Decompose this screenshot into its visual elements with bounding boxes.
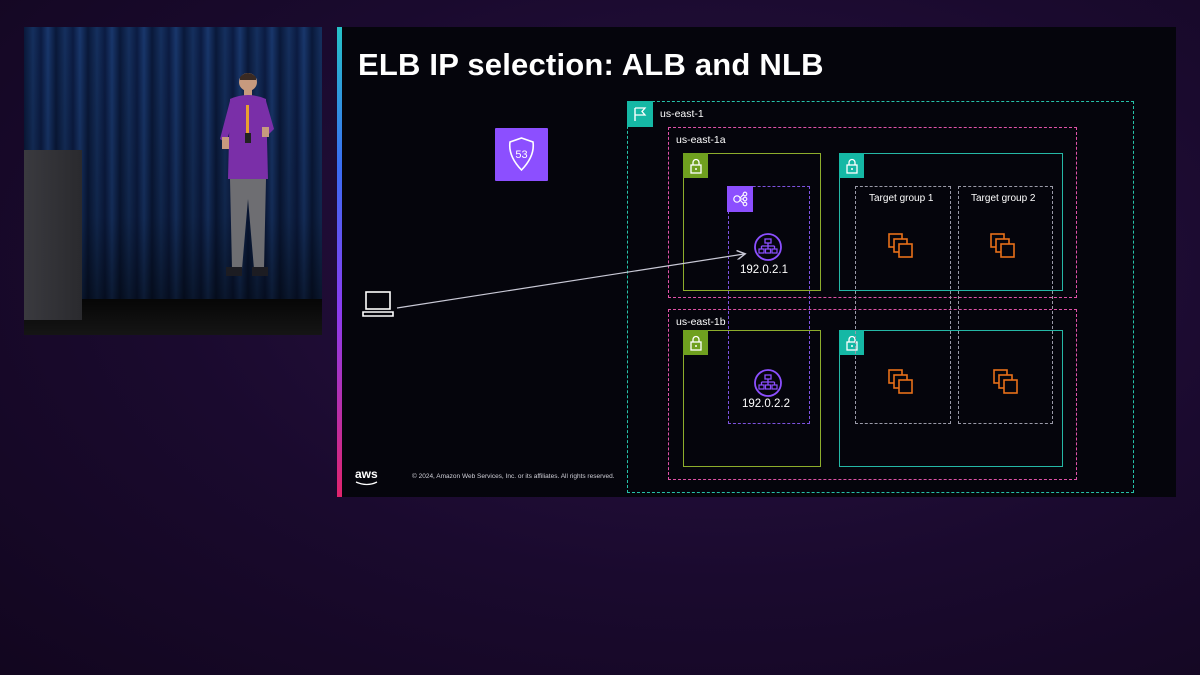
- route53-icon: 53: [495, 128, 548, 181]
- availability-zone-a: [668, 127, 1077, 298]
- private-subnet-a: [839, 153, 1063, 291]
- private-subnet-b: [839, 330, 1063, 467]
- aws-logo: aws: [355, 467, 383, 487]
- lock-icon: [683, 153, 708, 178]
- lock-icon: [839, 330, 864, 355]
- load-balancer-ip-b: 192.0.2.2: [742, 398, 790, 410]
- public-subnet-a: [683, 153, 821, 291]
- lock-icon: [839, 153, 864, 178]
- load-balancer-node-icon: [754, 233, 782, 261]
- client-connection-arrow: [396, 27, 1176, 309]
- load-balancer-icon: [727, 186, 753, 212]
- target-group-1: [855, 186, 951, 424]
- slide-title: ELB IP selection: ALB and NLB: [358, 47, 824, 82]
- ec2-instances-icon: [993, 369, 1018, 394]
- target-group-2: [958, 186, 1053, 424]
- svg-text:53: 53: [515, 149, 527, 161]
- laptop-icon: [362, 291, 394, 317]
- ec2-instances-icon: [888, 369, 913, 394]
- speaker-figure: [220, 73, 274, 276]
- load-balancer-node-icon: [754, 369, 782, 397]
- target-group-2-label: Target group 2: [971, 193, 1036, 204]
- region-label: us-east-1: [660, 108, 704, 120]
- ec2-instances-icon: [990, 233, 1015, 258]
- ec2-instances-icon: [888, 233, 913, 258]
- podium: [24, 150, 82, 320]
- load-balancer-ip-a: 192.0.2.1: [740, 264, 788, 276]
- lock-icon: [683, 330, 708, 355]
- az-b-label: us-east-1b: [676, 316, 726, 328]
- load-balancer-group: [728, 186, 810, 424]
- copyright-notice: © 2024, Amazon Web Services, Inc. or its…: [412, 473, 615, 480]
- speaker-video-feed: [24, 27, 322, 335]
- availability-zone-b: [668, 309, 1077, 480]
- public-subnet-b: [683, 330, 821, 467]
- slide-accent-bar: [337, 27, 342, 497]
- az-a-label: us-east-1a: [676, 134, 726, 146]
- target-group-1-label: Target group 1: [869, 193, 934, 204]
- region-container: [627, 101, 1134, 493]
- presentation-slide: ELB IP selection: ALB and NLB 53 us-east…: [337, 27, 1176, 497]
- region-flag-icon: [627, 101, 653, 127]
